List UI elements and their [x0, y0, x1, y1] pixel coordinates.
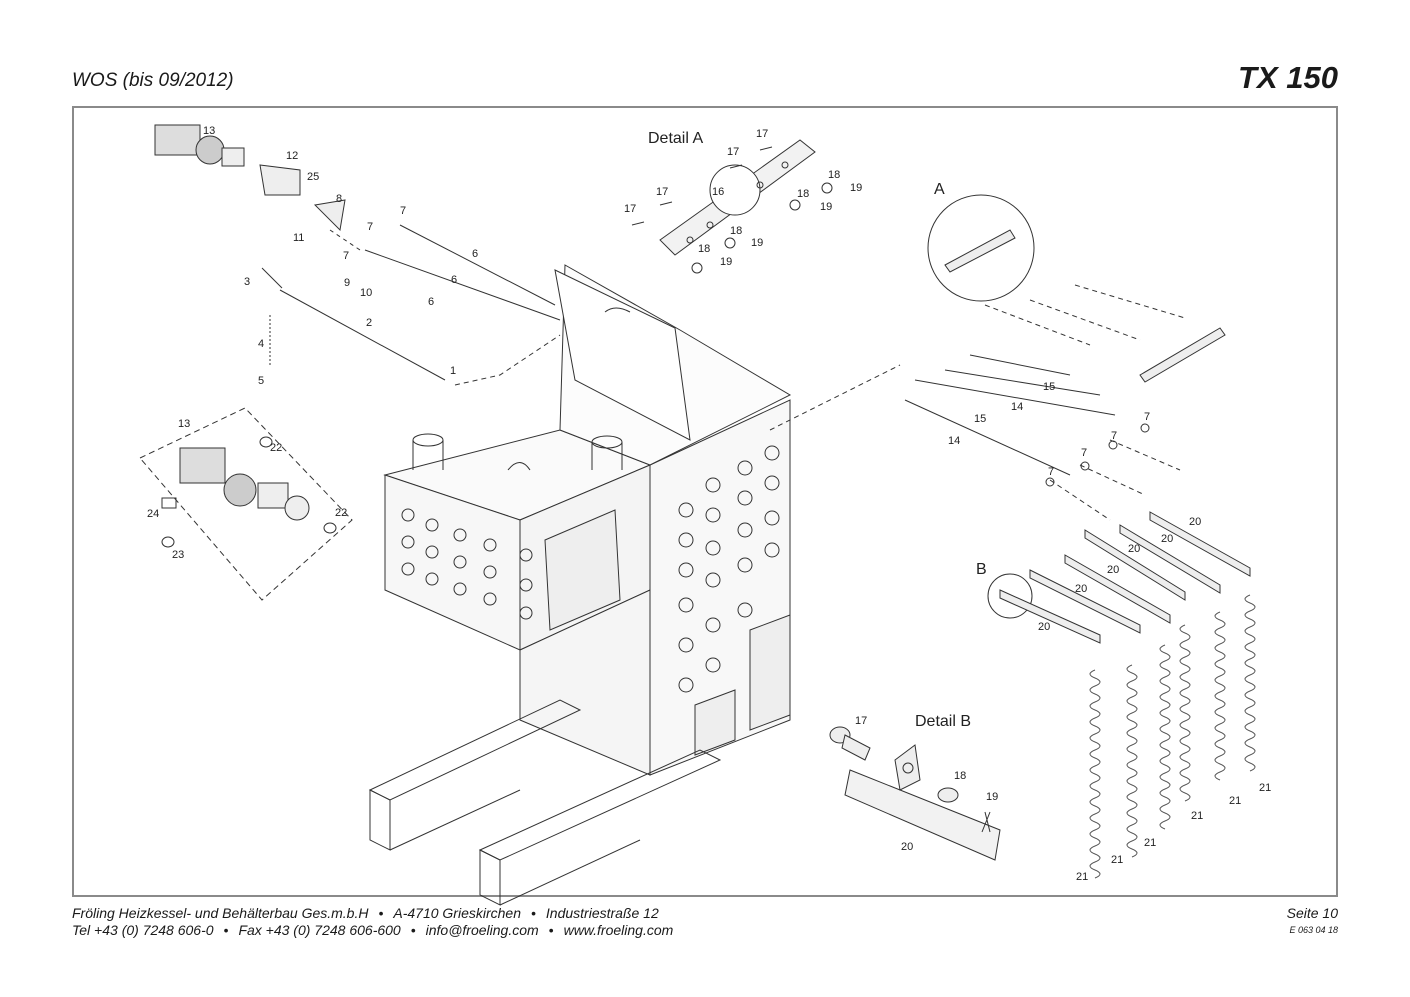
- callout-7: 7: [343, 250, 349, 262]
- callout-9: 9: [344, 277, 350, 289]
- callout-21: 21: [1076, 871, 1088, 883]
- callout-19: 19: [751, 237, 763, 249]
- callout-19: 19: [820, 201, 832, 213]
- callout-17: 17: [855, 715, 867, 727]
- cleaning-springs: [1089, 594, 1256, 879]
- footer-bullet: •: [378, 905, 384, 921]
- turbulator-rods: [261, 224, 561, 386]
- gear-motor-top: [154, 124, 346, 232]
- callout-5: 5: [258, 375, 264, 387]
- callout-13: 13: [178, 418, 190, 430]
- callout-25: 25: [307, 171, 319, 183]
- callout-21: 21: [1111, 854, 1123, 866]
- callout-20: 20: [1189, 516, 1201, 528]
- view-b-strips: [987, 511, 1251, 644]
- footer-bullet: •: [548, 922, 554, 938]
- callout-15: 15: [1043, 381, 1055, 393]
- callout-14: 14: [1011, 401, 1023, 413]
- callout-21: 21: [1144, 837, 1156, 849]
- view-a-label: A: [934, 181, 945, 198]
- footer-bullet: •: [531, 905, 536, 921]
- footer-bullet: •: [223, 922, 229, 938]
- drawing-frame: [72, 106, 1338, 897]
- callout-4: 4: [258, 338, 264, 350]
- callout-20: 20: [1107, 564, 1119, 576]
- callout-17: 17: [727, 146, 739, 158]
- callout-24: 24: [147, 508, 159, 520]
- callout-17: 17: [624, 203, 636, 215]
- callout-3: 3: [244, 276, 250, 288]
- callout-6: 6: [451, 274, 457, 286]
- detail-b-title: Detail B: [915, 713, 971, 730]
- part-callouts: 13 12 25 8 7 7 11 7 6 3 9 10 6 6 2 4 1 5…: [147, 125, 1271, 883]
- footer-bullet: •: [410, 922, 416, 938]
- callout-12: 12: [286, 150, 298, 162]
- model-title: TX 150: [1238, 60, 1338, 95]
- callout-21: 21: [1259, 782, 1271, 794]
- page-number: Seite 10: [1286, 905, 1338, 921]
- heat-exchanger-tubes: [401, 445, 780, 693]
- callout-20: 20: [901, 841, 913, 853]
- callout-14: 14: [948, 435, 960, 447]
- footer-contact-line: Tel +43 (0) 7248 606-0 • Fax +43 (0) 7248 …: [72, 922, 673, 938]
- detail-b-parts: [829, 726, 1001, 861]
- footer-tel: Tel +43 (0) 7248 606-0: [72, 922, 214, 938]
- callout-23: 23: [172, 549, 184, 561]
- callout-19: 19: [986, 791, 998, 803]
- callout-13: 13: [203, 125, 215, 137]
- callout-7: 7: [367, 221, 373, 233]
- callout-18: 18: [954, 770, 966, 782]
- callout-10: 10: [360, 287, 372, 299]
- detail-a-title: Detail A: [648, 130, 703, 147]
- callout-7: 7: [1048, 466, 1054, 478]
- callout-8: 8: [336, 193, 342, 205]
- document-code: E 063 04 18: [1289, 925, 1338, 935]
- callout-7: 7: [1111, 430, 1117, 442]
- gear-motor-detail: [139, 407, 353, 601]
- callout-18: 18: [828, 169, 840, 181]
- callout-18: 18: [698, 243, 710, 255]
- callout-11: 11: [293, 232, 304, 244]
- callout-17: 17: [656, 186, 668, 198]
- callout-18: 18: [797, 188, 809, 200]
- callout-1: 1: [450, 365, 456, 377]
- detail-a-bracket: [631, 139, 833, 274]
- footer-city: A-4710 Grieskirchen: [393, 905, 521, 921]
- callout-7: 7: [1144, 411, 1150, 423]
- callout-21: 21: [1191, 810, 1203, 822]
- footer-company: Fröling Heizkessel- und Behälterbau Ges.…: [72, 905, 369, 921]
- callout-6: 6: [428, 296, 434, 308]
- footer-web-link[interactable]: www.froeling.com: [563, 922, 674, 938]
- footer-email-link[interactable]: info@froeling.com: [425, 922, 539, 938]
- footer-address-line: Fröling Heizkessel- und Behälterbau Ges.…: [72, 905, 659, 921]
- callout-18: 18: [730, 225, 742, 237]
- view-a-exploded: [769, 194, 1226, 521]
- callout-16: 16: [712, 186, 724, 198]
- callout-22: 22: [270, 442, 282, 454]
- callout-22: 22: [335, 507, 347, 519]
- view-b-label: B: [976, 561, 987, 578]
- document-subtitle: WOS (bis 09/2012): [72, 70, 234, 91]
- footer-fax: Fax +43 (0) 7248 606-600: [238, 922, 401, 938]
- callout-20: 20: [1128, 543, 1140, 555]
- callout-6: 6: [472, 248, 478, 260]
- callout-21: 21: [1229, 795, 1241, 807]
- callout-2: 2: [366, 317, 372, 329]
- callout-20: 20: [1075, 583, 1087, 595]
- callout-17: 17: [756, 128, 768, 140]
- callout-7: 7: [1081, 447, 1087, 459]
- callout-19: 19: [720, 256, 732, 268]
- boiler-body: [368, 264, 792, 906]
- callout-7: 7: [400, 205, 406, 217]
- footer-street: Industriestraße 12: [545, 905, 659, 921]
- callout-19: 19: [850, 182, 862, 194]
- callout-20: 20: [1161, 533, 1173, 545]
- callout-20: 20: [1038, 621, 1050, 633]
- callout-15: 15: [974, 413, 986, 425]
